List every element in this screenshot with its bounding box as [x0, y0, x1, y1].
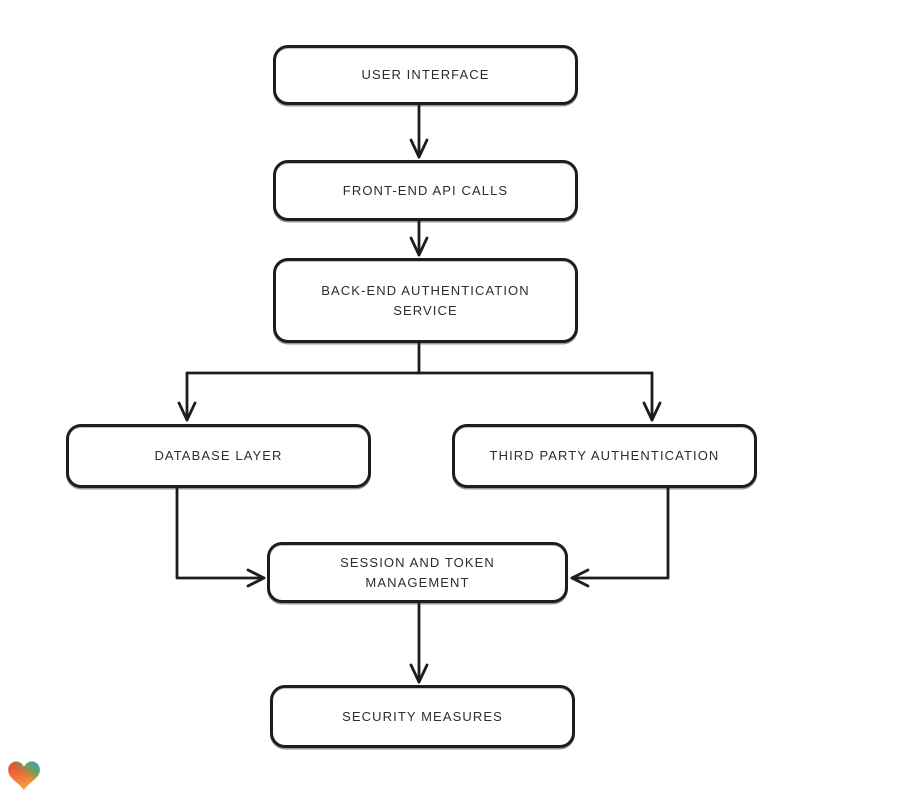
node-label: BACK-END AUTHENTICATION: [321, 283, 530, 298]
edge-user-interface-to-front-end-api-calls: [409, 103, 429, 159]
node-label: SECURITY MEASURES: [342, 708, 503, 724]
node-third-party-authentication[interactable]: THIRD PARTY AUTHENTICATION: [452, 424, 757, 488]
node-user-interface[interactable]: USER INTERFACE: [273, 45, 578, 105]
edge-session-and-token-management-to-security-measures: [409, 601, 429, 684]
eraser-heart-logo[interactable]: [8, 761, 40, 791]
edge-front-end-api-calls-to-back-end-authentication-service: [409, 219, 429, 257]
node-security-measures[interactable]: SECURITY MEASURES: [270, 685, 575, 748]
edge-third-party-authentication-to-session-and-token-management: [570, 486, 670, 588]
node-label: DATABASE LAYER: [154, 448, 283, 464]
edge-database-layer-to-session-and-token-management: [175, 486, 266, 588]
node-label: FRONT-END API CALLS: [342, 182, 509, 198]
node-front-end-api-calls[interactable]: FRONT-END API CALLS: [273, 160, 578, 221]
node-label: USER INTERFACE: [361, 67, 490, 83]
node-label: THIRD PARTY AUTHENTICATION: [489, 448, 720, 464]
node-label: SERVICE: [393, 302, 458, 318]
node-label: MANAGEMENT: [365, 574, 470, 590]
node-database-layer[interactable]: DATABASE LAYER: [66, 424, 371, 488]
node-back-end-authentication-service[interactable]: BACK-END AUTHENTICATION SERVICE: [273, 258, 578, 343]
edge-back-end-authentication-service-branch: [177, 341, 662, 422]
node-label: SESSION AND TOKEN: [340, 555, 495, 570]
node-session-and-token-management[interactable]: SESSION AND TOKEN MANAGEMENT: [267, 542, 568, 603]
